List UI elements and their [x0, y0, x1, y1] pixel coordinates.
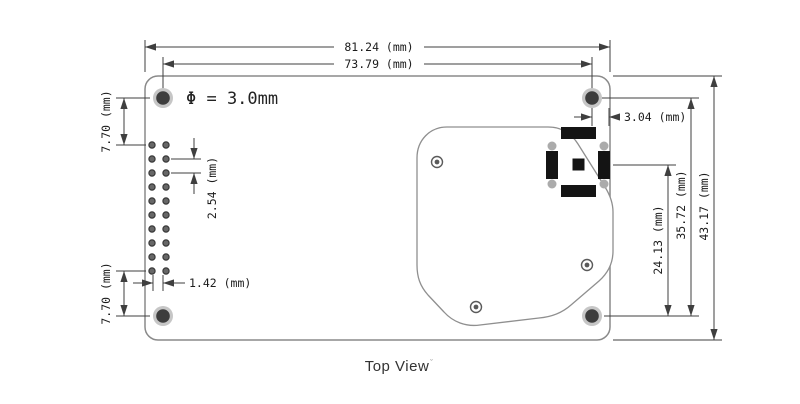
dim-hole-span-width: 73.79 (mm) [162, 57, 593, 89]
pin [148, 183, 156, 191]
fan-housing-outline [416, 126, 614, 327]
pin [148, 267, 156, 275]
mounting-hole-bottom-left [153, 306, 173, 326]
dim-connector-offset-label: 3.04 (mm) [624, 110, 686, 124]
pad-top [561, 127, 596, 139]
fan-screw-hole-center [584, 262, 590, 268]
pad-center [572, 158, 585, 171]
pin [162, 155, 170, 163]
dim-connector-offset: 3.04 (mm) [574, 108, 686, 126]
dim-pin-hole-offset: 1.42 (mm) [133, 275, 251, 291]
pin [162, 169, 170, 177]
mounting-hole-bore [156, 309, 170, 323]
pin [148, 169, 156, 177]
fan-screw-hole [580, 258, 594, 272]
dim-hole-span-width-label: 73.79 (mm) [344, 57, 413, 71]
pin [148, 225, 156, 233]
connector-footprint [546, 127, 610, 197]
pad-corner-dot [547, 179, 557, 189]
caption-mark: ˇ [430, 358, 433, 368]
pad-corner-dot [599, 141, 609, 151]
mounting-hole-top-right [582, 88, 602, 108]
drawing-caption: Top View [365, 358, 430, 375]
dim-hole-span-height-label: 35.72 (mm) [674, 170, 688, 239]
pin [162, 253, 170, 261]
pad-corner-dot [599, 179, 609, 189]
dim-connector-to-hole-label: 24.13 (mm) [651, 205, 665, 274]
mounting-hole-bore [585, 309, 599, 323]
pin [162, 197, 170, 205]
dim-top-offset: 7.70 (mm) [99, 90, 150, 153]
fan-screw-hole [430, 155, 444, 169]
pin [162, 239, 170, 247]
pin [162, 267, 170, 275]
pad-bottom [561, 185, 596, 197]
dim-pin-pitch: 2.54 (mm) [171, 138, 219, 219]
pad-corner-dot [547, 141, 557, 151]
pin [162, 211, 170, 219]
fan-screw-hole-center [434, 159, 440, 165]
mounting-hole-bore [585, 91, 599, 105]
pin [162, 225, 170, 233]
pin [148, 141, 156, 149]
pin [162, 141, 170, 149]
dim-board-height: 43.17 (mm) [613, 75, 722, 341]
pin [148, 155, 156, 163]
mounting-hole-top-left [153, 88, 173, 108]
fan-screw-hole [469, 300, 483, 314]
dim-bottom-offset-label: 7.70 (mm) [99, 262, 113, 324]
dim-pin-hole-offset-label: 1.42 (mm) [189, 276, 251, 290]
mounting-hole-bore [156, 91, 170, 105]
hole-diameter-label: Φ = 3.0mm [186, 89, 278, 109]
dim-board-height-label: 43.17 (mm) [697, 171, 711, 240]
dim-connector-to-hole: 24.13 (mm) [613, 164, 676, 316]
dim-top-offset-label: 7.70 (mm) [99, 90, 113, 152]
dim-hole-span-height: 35.72 (mm) [602, 97, 699, 317]
fan-screw-hole-center [473, 304, 479, 310]
dim-board-width: 81.24 (mm) [144, 40, 611, 72]
dim-pin-pitch-label: 2.54 (mm) [205, 157, 219, 219]
mounting-hole-bottom-right [582, 306, 602, 326]
pin [148, 211, 156, 219]
pin [148, 197, 156, 205]
dim-bottom-offset: 7.70 (mm) [99, 262, 150, 325]
pin [162, 183, 170, 191]
pad-right [598, 151, 610, 179]
pin [148, 253, 156, 261]
pad-left [546, 151, 558, 179]
dim-board-width-label: 81.24 (mm) [344, 40, 413, 54]
pin [148, 239, 156, 247]
